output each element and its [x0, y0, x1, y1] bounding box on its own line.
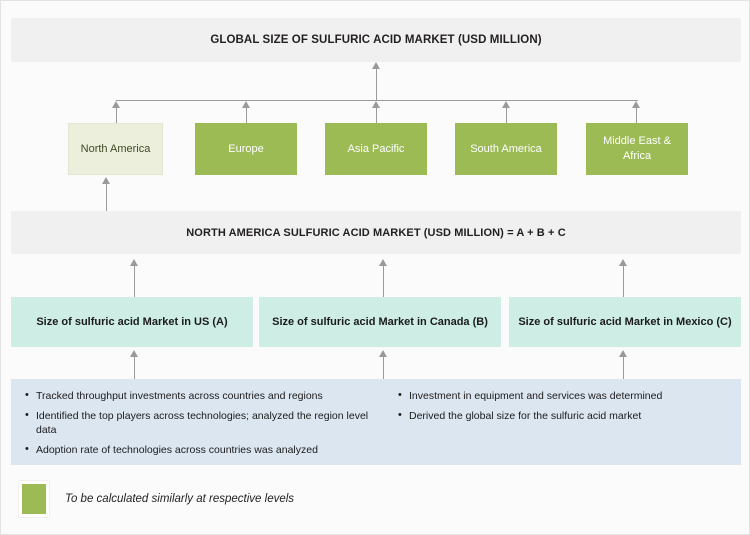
arrow-head-region-2 — [242, 101, 250, 108]
country-box-us[interactable]: Size of sulfuric acid Market in US (A) — [11, 297, 253, 347]
legend-swatch-green — [19, 480, 49, 517]
arrow-head-notes-3 — [619, 350, 627, 357]
arrow-to-global-banner — [372, 62, 380, 69]
arrow-head-region-5 — [632, 101, 640, 108]
methodology-notes-panel: Tracked throughput investments across co… — [11, 379, 741, 465]
arrow-head-region-1 — [112, 101, 120, 108]
note-item: Identified the top players across techno… — [25, 408, 378, 438]
connector-region-2 — [245, 108, 247, 123]
notes-column-right: Investment in equipment and services was… — [386, 379, 741, 465]
legend: To be calculated similarly at respective… — [19, 476, 339, 521]
connector-region-3 — [375, 108, 377, 123]
arrow-head-country-2 — [379, 259, 387, 266]
region-box-north-america[interactable]: North America — [68, 123, 163, 175]
connector-region-5 — [635, 108, 637, 123]
connector-notes-3-up — [622, 357, 624, 379]
country-box-mexico[interactable]: Size of sulfuric acid Market in Mexico (… — [509, 297, 741, 347]
arrow-to-north-america-box — [102, 177, 110, 184]
connector-region-4 — [505, 108, 507, 123]
arrow-head-country-1 — [130, 259, 138, 266]
connector-country-1-up — [133, 266, 135, 297]
note-item: Adoption rate of technologies across cou… — [25, 442, 378, 458]
connector-regions-horizontal — [116, 100, 638, 101]
connector-notes-1-up — [133, 357, 135, 379]
region-box-south-america[interactable]: South America — [455, 123, 557, 175]
arrow-head-region-4 — [502, 101, 510, 108]
note-item: Tracked throughput investments across co… — [25, 388, 378, 404]
legend-label: To be calculated similarly at respective… — [65, 492, 295, 505]
region-box-asia-pacific[interactable]: Asia Pacific — [325, 123, 427, 175]
global-market-banner: GLOBAL SIZE OF SULFURIC ACID MARKET (USD… — [11, 18, 741, 62]
connector-region-1 — [115, 108, 117, 123]
country-box-canada[interactable]: Size of sulfuric acid Market in Canada (… — [259, 297, 501, 347]
arrow-head-region-3 — [372, 101, 380, 108]
note-item: Investment in equipment and services was… — [398, 388, 733, 404]
arrow-head-notes-2 — [379, 350, 387, 357]
arrow-head-notes-1 — [130, 350, 138, 357]
region-box-middle-east-africa[interactable]: Middle East & Africa — [586, 123, 688, 175]
connector-global-vertical — [375, 69, 377, 101]
connector-notes-2-up — [382, 357, 384, 379]
arrow-head-country-3 — [619, 259, 627, 266]
note-item: Derived the global size for the sulfuric… — [398, 408, 733, 424]
connector-country-3-up — [622, 266, 624, 297]
notes-column-left: Tracked throughput investments across co… — [11, 379, 386, 465]
region-box-europe[interactable]: Europe — [195, 123, 297, 175]
connector-north-america-down — [105, 184, 107, 211]
north-america-market-banner: NORTH AMERICA SULFURIC ACID MARKET (USD … — [11, 211, 741, 254]
connector-country-2-up — [382, 266, 384, 297]
